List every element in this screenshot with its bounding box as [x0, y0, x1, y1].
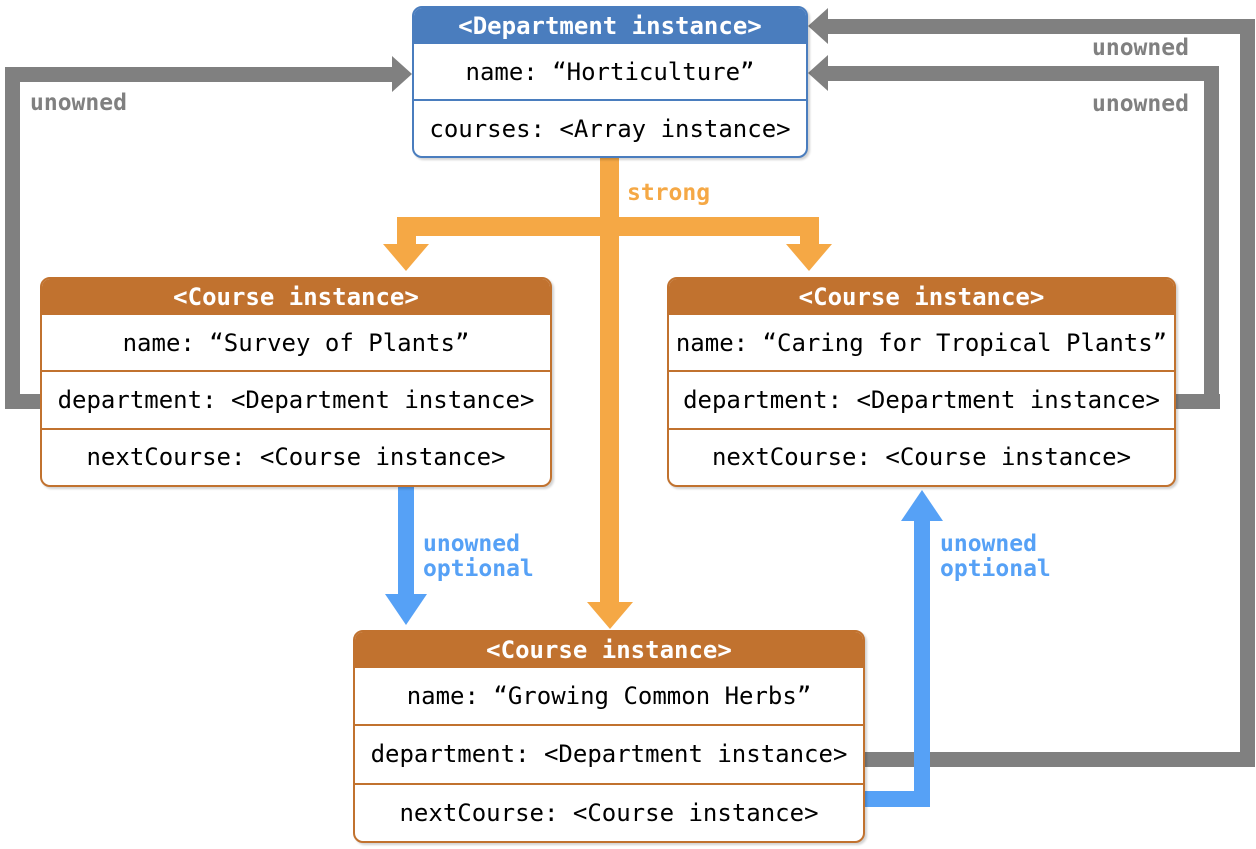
course-right-department-row: department: <Department instance>: [669, 370, 1174, 427]
course-instance-box-right: <Course instance> name: “Caring for Trop…: [667, 277, 1176, 487]
course-left-department-row: department: <Department instance>: [42, 370, 550, 427]
unowned-left-arrow-vertical-segment: [5, 67, 20, 409]
strong-right-arrowhead-icon: [786, 244, 832, 271]
course-left-name-row: name: “Survey of Plants”: [122, 328, 470, 357]
course-instance-box-bottom: <Course instance> name: “Growing Common …: [353, 630, 865, 843]
course-bottom-department-row: department: <Department instance>: [355, 724, 863, 782]
unowned-right-mid-arrowhead-icon: [808, 55, 828, 91]
unowned-optional-label-left-line2: optional: [423, 556, 534, 582]
department-courses-row: courses: <Array instance>: [414, 99, 806, 156]
course-bottom-name-row: name: “Growing Common Herbs”: [406, 682, 812, 711]
unowned-right-top-arrowhead-icon: [808, 8, 828, 44]
department-instance-box: <Department instance> name: “Horticultur…: [412, 6, 808, 158]
unowned-optional-label-right-line2: optional: [940, 556, 1051, 582]
unowned-right-top-arrow-vertical-segment: [1240, 19, 1255, 767]
unowned-optional-label-right-line1: unowned: [940, 531, 1037, 557]
course-right-nextcourse-row: nextCourse: <Course instance>: [669, 427, 1174, 485]
strong-label: strong: [627, 180, 711, 206]
unowned-right-top-arrow-bottom-segment: [865, 752, 1255, 767]
optional-right-arrowhead-icon: [901, 490, 943, 521]
optional-left-arrow-vertical-segment: [398, 487, 414, 597]
unowned-label-right-top: unowned: [1092, 35, 1189, 61]
course-instance-box-left: <Course instance> name: “Survey of Plant…: [40, 277, 552, 487]
strong-arrow-vertical-segment: [600, 157, 619, 604]
unowned-optional-label-left-line1: unowned: [423, 531, 520, 557]
unowned-left-arrowhead-icon: [392, 56, 412, 92]
optional-left-arrowhead-icon: [385, 594, 427, 625]
strong-left-arrowhead-icon: [383, 244, 429, 271]
strong-center-arrowhead-icon: [587, 602, 633, 629]
department-name-row: name: “Horticulture”: [465, 57, 755, 86]
course-left-header: <Course instance>: [42, 279, 550, 315]
unowned-left-arrow-top-segment: [5, 67, 394, 82]
strong-arrow-left-stub-segment: [397, 217, 416, 246]
course-right-name-row: name: “Caring for Tropical Plants”: [675, 328, 1168, 357]
unowned-right-mid-arrow-top-segment: [826, 66, 1219, 81]
unowned-right-mid-arrow-vertical-segment: [1204, 66, 1219, 409]
unowned-label-right-mid: unowned: [1092, 91, 1189, 117]
course-bottom-header: <Course instance>: [355, 632, 863, 668]
unowned-right-top-arrow-top-segment: [826, 19, 1255, 34]
optional-right-arrow-vertical-segment: [914, 518, 930, 807]
strong-arrow-horizontal-segment: [397, 217, 819, 236]
department-instance-header: <Department instance>: [414, 8, 806, 44]
unowned-label-left: unowned: [30, 90, 127, 116]
course-bottom-nextcourse-row: nextCourse: <Course instance>: [355, 782, 863, 841]
course-left-nextcourse-row: nextCourse: <Course instance>: [42, 427, 550, 485]
course-right-header: <Course instance>: [669, 279, 1174, 315]
strong-arrow-right-stub-segment: [800, 217, 819, 246]
optional-right-arrow-horizontal-segment: [864, 791, 930, 807]
